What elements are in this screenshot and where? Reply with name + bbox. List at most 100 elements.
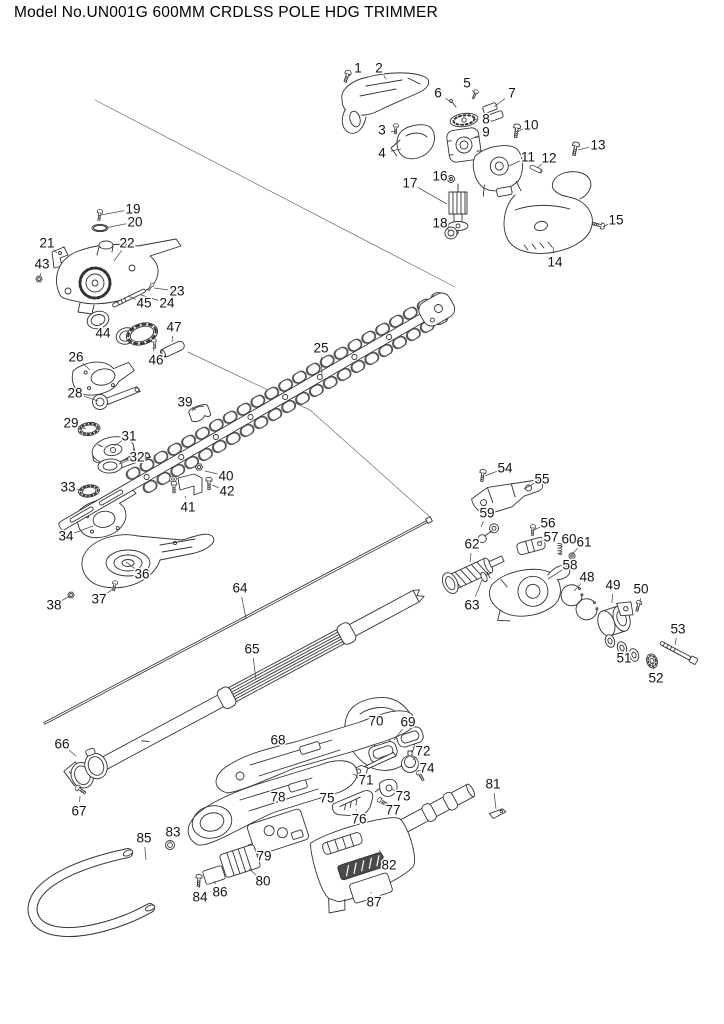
part-callout-29: 29	[63, 416, 78, 431]
leader-line-3	[390, 130, 397, 133]
part-callout-1: 1	[354, 61, 362, 76]
leader-line-9	[470, 135, 479, 140]
part-callout-38: 38	[46, 598, 61, 613]
leader-line-34	[74, 525, 94, 534]
part-4-motor-bracket	[390, 124, 435, 160]
part-29-ring	[77, 421, 101, 437]
part-17-armature	[447, 183, 469, 235]
part-52-lock-washer	[646, 653, 658, 669]
leader-line-81	[493, 792, 497, 810]
part-41-blade-clamp	[169, 473, 203, 496]
leader-line-11	[508, 160, 521, 167]
part-callout-83: 83	[165, 825, 180, 840]
part-25-shear-blade	[58, 291, 456, 531]
part-callout-59: 59	[479, 506, 494, 521]
part-26-cam-plate	[71, 361, 135, 396]
part-callout-41: 41	[180, 500, 195, 515]
part-6-pin	[449, 99, 457, 108]
leader-line-22	[113, 250, 123, 262]
leader-line-55	[523, 483, 535, 490]
part-61-ball	[568, 552, 576, 560]
leader-line-85	[144, 846, 147, 861]
leader-line-25	[320, 356, 323, 378]
leader-line-53	[674, 637, 677, 646]
leader-line-48	[573, 583, 582, 592]
part-callout-78: 78	[270, 790, 285, 805]
part-57-joint-block	[516, 537, 546, 555]
part-callout-52: 52	[648, 671, 663, 686]
part-callout-17: 17	[402, 176, 417, 191]
part-callout-26: 26	[68, 350, 83, 365]
part-callout-28: 28	[67, 386, 82, 401]
part-18-bearing	[444, 226, 458, 240]
leader-line-58	[547, 569, 563, 580]
leader-line-54	[484, 470, 497, 477]
section-divider-line-1	[94, 99, 456, 288]
part-callout-31: 31	[121, 429, 136, 444]
part-7-spacer	[482, 102, 504, 122]
part-callout-75: 75	[319, 791, 334, 806]
part-callout-33: 33	[60, 480, 75, 495]
part-callout-36: 36	[134, 567, 149, 582]
part-36-lower-housing	[81, 533, 215, 589]
leader-line-2	[383, 75, 387, 80]
leader-line-20	[104, 223, 127, 229]
part-callout-12: 12	[541, 151, 556, 166]
leader-line-38	[61, 595, 71, 601]
leader-line-41	[184, 495, 186, 499]
part-15-screw	[591, 220, 606, 231]
part-callout-48: 48	[579, 570, 594, 585]
part-65-pole-pipe	[85, 589, 425, 778]
part-callout-24: 24	[159, 296, 175, 311]
part-callout-6: 6	[434, 86, 442, 101]
part-53-long-bolt	[659, 641, 699, 665]
part-56-screw	[529, 523, 537, 536]
part-85-loop-handle	[27, 848, 156, 937]
part-callout-20: 20	[127, 215, 142, 230]
part-callout-2: 2	[375, 61, 383, 76]
part-callout-23: 23	[169, 284, 184, 299]
leader-line-36	[125, 561, 136, 569]
part-callout-72: 72	[415, 744, 430, 759]
part-1-screw	[341, 69, 353, 84]
part-callout-14: 14	[547, 255, 563, 270]
leader-line-77	[380, 802, 386, 806]
leader-line-33	[76, 488, 85, 492]
part-callout-74: 74	[419, 761, 435, 776]
part-callout-42: 42	[219, 484, 234, 499]
leader-line-71	[352, 773, 358, 777]
part-callout-69: 69	[400, 715, 415, 730]
part-callout-13: 13	[590, 138, 605, 153]
part-68-handle-housing-half	[215, 710, 415, 794]
part-54-screw	[478, 468, 487, 483]
part-64-drive-shaft	[43, 516, 433, 725]
leader-line-6	[445, 97, 453, 104]
leader-line-49	[611, 593, 613, 604]
leader-line-62	[469, 552, 472, 563]
leader-line-37	[106, 588, 114, 595]
leader-line-18	[446, 228, 451, 232]
leader-line-13	[577, 146, 590, 151]
part-callout-70: 70	[368, 714, 383, 729]
part-8-insulating-plate	[449, 112, 479, 128]
part-callout-58: 58	[562, 558, 577, 573]
part-callout-71: 71	[358, 773, 373, 788]
leader-line-15	[602, 223, 609, 228]
part-3-screw	[392, 123, 400, 135]
leader-line-73	[391, 788, 396, 792]
part-callout-60: 60	[561, 532, 576, 547]
leader-line-63	[474, 579, 483, 597]
leader-line-57	[536, 540, 543, 544]
leader-line-7	[493, 98, 506, 108]
part-callout-40: 40	[218, 469, 233, 484]
part-callout-57: 57	[543, 530, 558, 545]
part-callout-22: 22	[119, 236, 134, 251]
part-callout-39: 39	[177, 395, 192, 410]
part-87-label-sticker	[349, 872, 393, 904]
leader-line-82	[378, 849, 385, 858]
part-76-trigger	[331, 790, 374, 817]
part-40-nut	[194, 463, 204, 471]
leader-line-12	[536, 163, 543, 169]
leader-line-72	[412, 756, 417, 761]
